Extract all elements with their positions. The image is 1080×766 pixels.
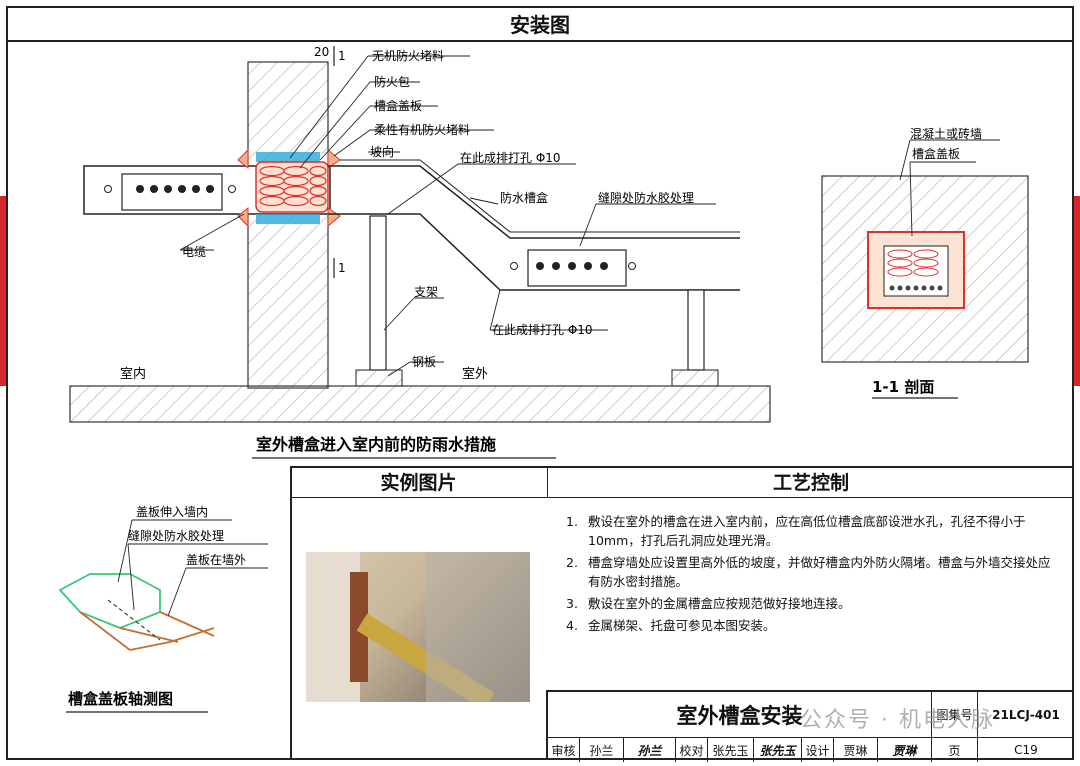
label-outdoor: 室外	[462, 366, 488, 382]
label-section-cover: 槽盒盖板	[912, 146, 960, 161]
right-red-strip	[1070, 196, 1080, 386]
axon-trough-brown	[79, 611, 215, 651]
label-waterproof-trough: 防水槽盒	[500, 190, 548, 205]
label-steel-plate: 钢板	[412, 355, 436, 369]
example-photo	[306, 552, 530, 702]
section-mark-bottom: 1	[338, 261, 346, 275]
drawing-sheet	[6, 6, 1074, 760]
process-step: 2.槽盒穿墙处应设置里高外低的坡度，并做好槽盒内外防火隔堵。槽盒与外墙交接处应有…	[566, 555, 1051, 589]
support-right-base	[671, 369, 719, 387]
atlas-number: 21LCJ-401	[978, 692, 1074, 738]
outdoor-trough-top-inner	[340, 159, 740, 233]
outdoor-cable-box	[527, 249, 627, 287]
support-left	[369, 215, 387, 371]
label-fireproof-bag: 防火包	[374, 74, 410, 89]
indoor-cable-box	[121, 173, 223, 211]
support-right	[687, 289, 705, 371]
flexible-sealant-left	[237, 148, 249, 228]
label-concrete-wall: 混凝土或砖墙	[910, 126, 982, 141]
label-indoor: 室内	[120, 366, 146, 382]
fire-seal-top	[256, 152, 320, 162]
checker-signature: 张先玉	[754, 738, 802, 762]
reviewer-name: 孙兰	[580, 738, 624, 762]
title-block: 室外槽盒安装 图集号 21LCJ-401 审核 孙兰 孙兰 校对 张先玉 张先玉…	[546, 690, 1074, 762]
label-fireproof-inorganic: 无机防火堵料	[372, 48, 444, 63]
atlas-label: 图集号	[932, 692, 978, 738]
section-caption: 1-1 剖面	[872, 378, 934, 396]
ground-slab	[69, 385, 771, 423]
fireproof-bags	[259, 165, 327, 207]
left-red-strip	[0, 196, 10, 386]
outdoor-trough-top	[328, 165, 740, 239]
label-slope: 坡向	[370, 144, 394, 159]
process-steps: 1.敷设在室外的槽盒在进入室内前，应在高低位槽盒底部设泄水孔，孔径不得小于10m…	[566, 512, 1060, 638]
axon-cover-green	[58, 573, 161, 629]
checker-name: 张先玉	[708, 738, 754, 762]
axon-gap-dash	[107, 599, 161, 641]
label-gap-waterproof: 缝隙处防水胶处理	[598, 190, 694, 205]
section-cable-dots	[889, 285, 943, 291]
label-drain-holes-bottom: 在此成排打孔 Φ10	[492, 323, 593, 337]
flexible-sealant-right	[327, 148, 341, 228]
outdoor-cable-dots	[510, 262, 636, 270]
wall	[247, 61, 329, 389]
designer-name: 贾琳	[834, 738, 878, 762]
designer-signature: 贾琳	[878, 738, 932, 762]
process-step: 3.敷设在室外的金属槽盒应按规范做好接地连接。	[566, 596, 851, 611]
fire-seal-bottom	[256, 214, 320, 224]
axon-label-1: 盖板伸入墙内	[136, 505, 208, 519]
review-label: 审核	[548, 738, 580, 762]
dimension-20: 20	[314, 45, 329, 59]
label-cover-plate: 槽盒盖板	[374, 98, 422, 113]
axon-caption: 槽盒盖板轴测图	[68, 690, 173, 708]
label-cable: 电缆	[182, 245, 206, 259]
indoor-cable-dots	[104, 185, 236, 193]
photo-panel-title: 实例图片	[290, 466, 548, 498]
label-flexible-fireproof: 柔性有机防火堵料	[374, 122, 470, 137]
label-drain-holes-top: 在此成排打孔 Φ10	[460, 151, 561, 165]
design-label: 设计	[802, 738, 834, 762]
page-title: 安装图	[6, 6, 1074, 42]
section-mark-top: 1	[338, 49, 346, 63]
label-bracket: 支架	[414, 285, 438, 299]
watermark: 公众号 · 机电人脉	[800, 708, 995, 733]
section-bags	[887, 249, 939, 277]
page-label: 页	[932, 738, 978, 762]
drawing-title: 室外槽盒安装	[548, 692, 932, 738]
outdoor-trough-bottom	[328, 213, 740, 291]
check-label: 校对	[676, 738, 708, 762]
reviewer-signature: 孙兰	[624, 738, 676, 762]
support-left-base	[355, 369, 403, 387]
process-step: 4.金属梯架、托盘可参见本图安装。	[566, 618, 776, 633]
process-step: 1.敷设在室外的槽盒在进入室内前，应在高低位槽盒底部设泄水孔，孔径不得小于10m…	[566, 514, 1026, 548]
axon-label-3: 盖板在墙外	[186, 553, 246, 567]
process-panel-title: 工艺控制	[548, 466, 1074, 498]
page-number: C19	[1014, 743, 1038, 757]
bottom-panel	[290, 466, 1074, 760]
main-diagram-caption: 室外槽盒进入室内前的防雨水措施	[256, 435, 496, 454]
axon-label-2: 缝隙处防水胶处理	[128, 528, 224, 543]
